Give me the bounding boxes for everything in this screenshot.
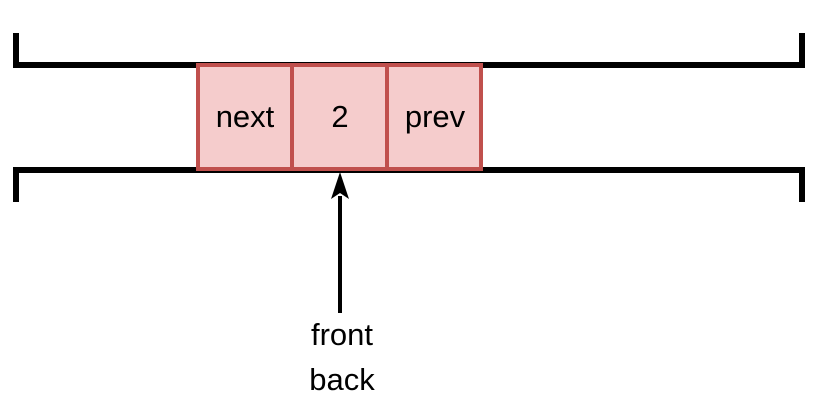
container-top-bracket — [13, 33, 805, 68]
container-bottom-bracket — [13, 167, 805, 202]
front-back-pointer-arrow — [331, 172, 349, 313]
node-box-outline — [196, 63, 483, 171]
next-pointer-cell-label: next — [216, 99, 275, 134]
list-node-group: next 2 prev — [196, 63, 483, 171]
prev-pointer-cell-label: prev — [405, 99, 466, 134]
pointer-arrowhead-icon — [331, 172, 349, 199]
back-label: back — [309, 362, 375, 397]
value-cell-label: 2 — [331, 99, 348, 134]
front-label: front — [311, 317, 373, 352]
